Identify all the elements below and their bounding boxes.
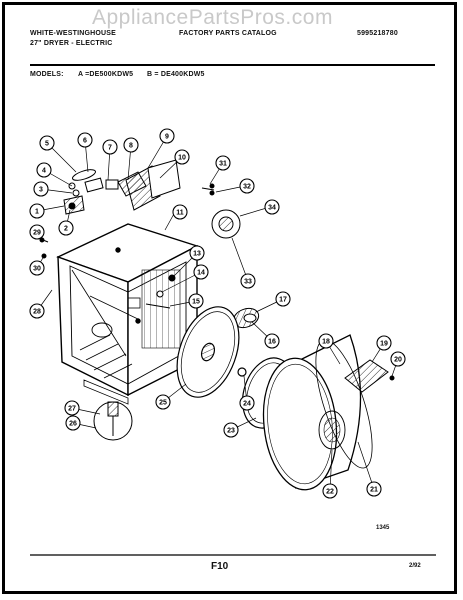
callout-label: 14 xyxy=(197,270,205,277)
callout-5: 5 xyxy=(39,135,55,151)
dryer-drum xyxy=(262,334,373,491)
callout-label: 10 xyxy=(178,155,186,162)
callout-10: 10 xyxy=(174,149,190,165)
leveling-leg xyxy=(93,401,133,441)
callout-11: 11 xyxy=(172,204,188,220)
callout-label: 23 xyxy=(227,428,235,435)
callout-30: 30 xyxy=(29,260,45,276)
callout-22: 22 xyxy=(322,483,338,499)
callout-13: 13 xyxy=(189,245,205,261)
callout-1: 1 xyxy=(29,203,45,219)
header-divider xyxy=(30,64,435,66)
callout-label: 30 xyxy=(33,266,41,273)
drawing-number: 1345 xyxy=(376,525,390,531)
belt-idler-components xyxy=(145,274,260,329)
callout-label: 4 xyxy=(42,168,46,175)
callout-label: 33 xyxy=(244,279,252,286)
catalog-title: FACTORY PARTS CATALOG xyxy=(179,30,277,37)
watermark: AppliancePartsPros.com xyxy=(92,6,333,29)
callout-7: 7 xyxy=(102,139,118,155)
callout-label: 19 xyxy=(380,341,388,348)
callout-label: 8 xyxy=(129,143,133,150)
product-line: 27" DRYER - ELECTRIC xyxy=(30,40,113,47)
callout-19: 19 xyxy=(376,335,392,351)
callout-label: 2 xyxy=(64,226,68,233)
callout-31: 31 xyxy=(215,155,231,171)
rear-bulkhead xyxy=(176,306,240,398)
callout-label: 20 xyxy=(394,357,402,364)
callout-label: 28 xyxy=(33,309,41,316)
callout-33: 33 xyxy=(240,273,256,289)
callout-34: 34 xyxy=(264,199,280,215)
drum-baffle xyxy=(344,359,395,393)
callout-label: 34 xyxy=(268,205,276,212)
callout-label: 11 xyxy=(176,210,184,217)
callout-18: 18 xyxy=(318,333,334,349)
motor-assembly xyxy=(201,183,241,239)
callout-label: 18 xyxy=(322,339,330,346)
callout-20: 20 xyxy=(390,351,406,367)
callout-label: 3 xyxy=(39,187,43,194)
callout-24: 24 xyxy=(239,395,255,411)
callout-label: 27 xyxy=(68,406,76,413)
callout-26: 26 xyxy=(65,415,81,431)
callout-label: 24 xyxy=(243,401,251,408)
callout-label: 22 xyxy=(326,489,334,496)
callout-9: 9 xyxy=(159,128,175,144)
callout-16: 16 xyxy=(264,333,280,349)
callout-label: 16 xyxy=(268,339,276,346)
callout-15: 15 xyxy=(188,293,204,309)
callout-17: 17 xyxy=(275,291,291,307)
callout-29: 29 xyxy=(29,224,45,240)
callout-3: 3 xyxy=(33,181,49,197)
callout-4: 4 xyxy=(36,162,52,178)
callout-32: 32 xyxy=(239,178,255,194)
callout-label: 6 xyxy=(83,138,87,145)
callout-14: 14 xyxy=(193,264,209,280)
dryer-cabinet xyxy=(56,223,199,405)
catalog-number: 5995218780 xyxy=(357,30,398,37)
callout-label: 31 xyxy=(219,161,227,168)
callouts: 5 6 7 8 9 10 4 3 1 2 11 31 32 34 33 29 3… xyxy=(29,128,406,499)
callout-label: 29 xyxy=(33,230,41,237)
brand-line: WHITE-WESTINGHOUSE xyxy=(30,30,117,37)
control-components xyxy=(37,159,181,259)
models-label: MODELS: xyxy=(30,71,64,78)
page-code: F10 xyxy=(211,561,229,572)
callout-6: 6 xyxy=(77,132,93,148)
page-border xyxy=(2,2,457,594)
callout-23: 23 xyxy=(223,422,239,438)
callout-label: 7 xyxy=(108,145,112,152)
callout-label: 9 xyxy=(165,134,169,141)
callout-28: 28 xyxy=(29,303,45,319)
callout-label: 15 xyxy=(192,299,200,306)
callout-label: 32 xyxy=(243,184,251,191)
model-a: A =DE500KDW5 xyxy=(78,71,134,78)
callout-label: 13 xyxy=(193,251,201,258)
callout-25: 25 xyxy=(155,394,171,410)
callout-21: 21 xyxy=(366,481,382,497)
callout-2: 2 xyxy=(58,220,74,236)
callout-label: 25 xyxy=(159,400,167,407)
callout-label: 21 xyxy=(370,487,378,494)
callout-label: 1 xyxy=(35,209,39,216)
callout-8: 8 xyxy=(123,137,139,153)
callout-label: 26 xyxy=(69,421,77,428)
callout-label: 5 xyxy=(45,141,49,148)
model-b: B = DE400KDW5 xyxy=(147,71,205,78)
callout-label: 17 xyxy=(279,297,287,304)
callout-27: 27 xyxy=(64,400,80,416)
revision-date: 2/92 xyxy=(409,563,421,569)
